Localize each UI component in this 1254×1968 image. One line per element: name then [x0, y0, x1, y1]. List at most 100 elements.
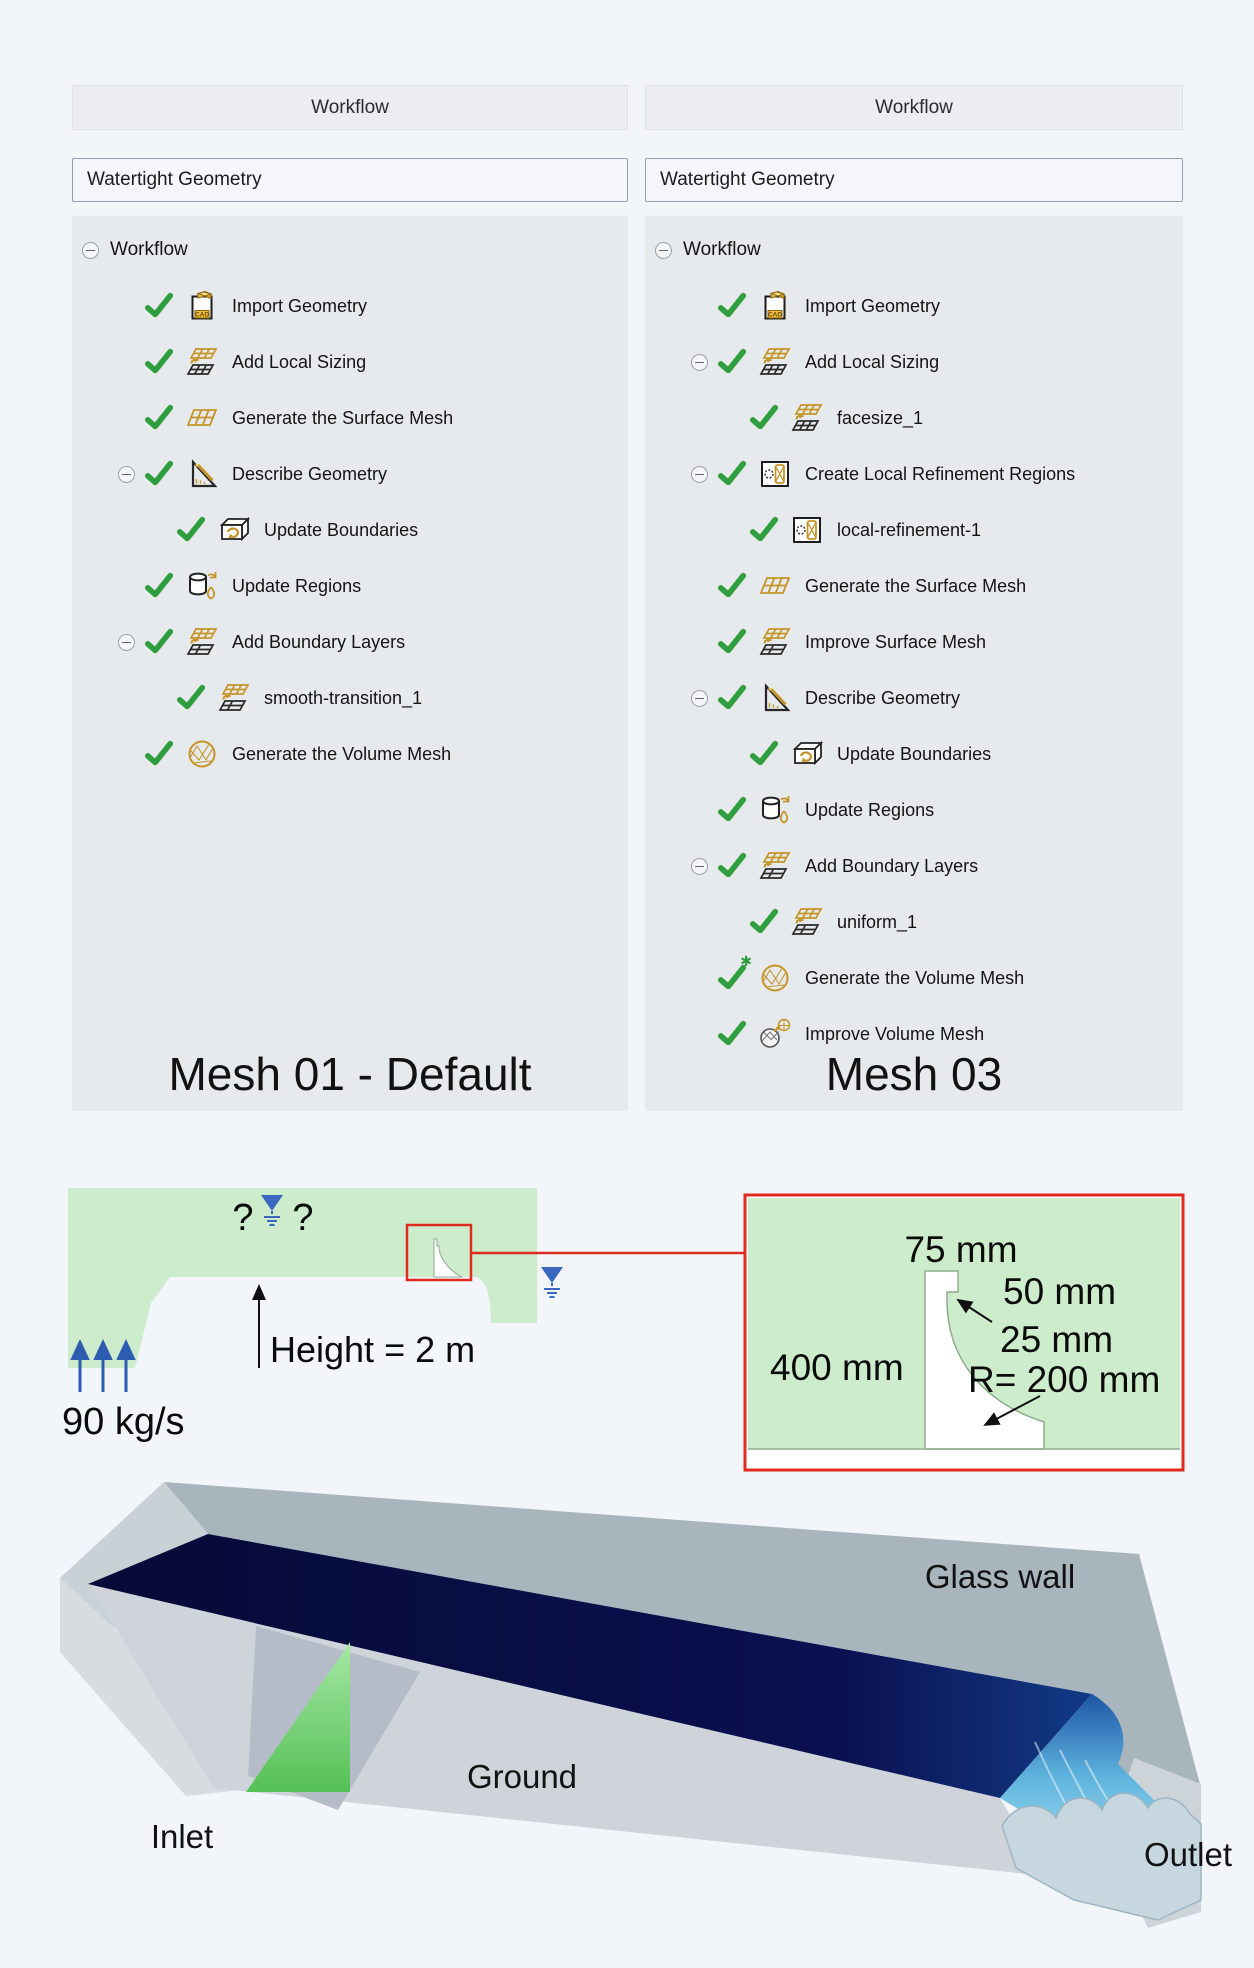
- outlet-label: Outlet: [1144, 1836, 1232, 1873]
- tree-item-update-boundaries[interactable]: Update Boundaries: [72, 502, 628, 558]
- expander-minus-icon[interactable]: [691, 353, 717, 371]
- tree-item-create-local-refinement-regions[interactable]: Create Local Refinement Regions: [645, 446, 1183, 502]
- tree-item-describe-geometry[interactable]: Describe Geometry: [645, 670, 1183, 726]
- tree-item-label: Import Geometry: [805, 295, 941, 316]
- tree-item-add-local-sizing[interactable]: Add Local Sizing: [645, 334, 1183, 390]
- sizing-icon: [789, 401, 825, 435]
- weir-plate-shape: [433, 1238, 463, 1278]
- check-icon: [144, 403, 174, 433]
- tree-item-add-local-sizing[interactable]: Add Local Sizing: [72, 334, 628, 390]
- tree-item-smooth-transition-1[interactable]: smooth-transition_1: [72, 670, 628, 726]
- question-right-label: ?: [292, 1197, 313, 1239]
- check-icon: [176, 515, 206, 545]
- tree-item-import-geometry[interactable]: CAD Import Geometry: [72, 278, 628, 334]
- tree-item-label: Workflow: [683, 239, 761, 260]
- tree-item-label: Add Local Sizing: [805, 351, 940, 372]
- tree-item-generate-the-volume-mesh[interactable]: ✱ Generate the Volume Mesh: [645, 950, 1183, 1006]
- check-icon: ✱: [717, 954, 752, 993]
- svg-text:CAD: CAD: [768, 312, 782, 319]
- tree-item-generate-the-volume-mesh[interactable]: Generate the Volume Mesh: [72, 726, 628, 782]
- height-label: Height = 2 m: [270, 1329, 475, 1370]
- expander-minus-icon[interactable]: [691, 857, 717, 875]
- inset-domain-shape: [748, 1198, 1180, 1449]
- boundaries-icon: [216, 513, 252, 547]
- tree-item-generate-the-surface-mesh[interactable]: Generate the Surface Mesh: [72, 390, 628, 446]
- check-icon: [144, 347, 174, 377]
- tree-item-label: local-refinement-1: [837, 519, 982, 540]
- tree-item-update-boundaries[interactable]: Update Boundaries: [645, 726, 1183, 782]
- tree-item-generate-the-surface-mesh[interactable]: Generate the Surface Mesh: [645, 558, 1183, 614]
- workflow-type-select[interactable]: Watertight Geometry: [645, 158, 1183, 202]
- step-pointer-arrow: [956, 1298, 993, 1323]
- tree-item-label: Add Boundary Layers: [805, 855, 979, 876]
- inset-weir-plate-shape: [924, 1270, 1045, 1450]
- expander-minus-icon[interactable]: [118, 465, 144, 483]
- tree-item-label: Update Regions: [805, 799, 935, 820]
- simulation-3d-view: Glass wall Ground Inlet Outlet: [60, 1482, 1232, 1928]
- panel-title: Workflow: [645, 85, 1183, 130]
- tree-item-label: Update Boundaries: [264, 519, 419, 540]
- check-icon: [717, 347, 747, 377]
- inlet-label: Inlet: [151, 1818, 213, 1855]
- improvevol-icon: [757, 1017, 793, 1051]
- expander-minus-icon[interactable]: [655, 241, 681, 259]
- surface-icon: [757, 569, 793, 603]
- tree-item-improve-volume-mesh[interactable]: Improve Volume Mesh: [645, 1006, 1183, 1062]
- tree-item-facesize-1[interactable]: facesize_1: [645, 390, 1183, 446]
- radius-label: R= 200 mm: [968, 1359, 1160, 1400]
- tree-item-label: Import Geometry: [232, 295, 368, 316]
- layers-icon: [789, 905, 825, 939]
- check-icon: [717, 459, 747, 489]
- check-icon: [717, 571, 747, 601]
- panel-title-label: Workflow: [311, 96, 389, 118]
- refine-icon: [789, 513, 825, 547]
- inlet-flow-arrows: [70, 1339, 136, 1392]
- check-icon: [717, 795, 747, 825]
- weir-schematic-diagram: ? ? Height = 2 m 90 kg/s 75 mm 50 mm 25 …: [62, 1188, 1185, 1472]
- step-a-label: 50 mm: [1003, 1271, 1116, 1312]
- updated-star-icon: ✱: [740, 953, 752, 969]
- volume-icon: [757, 961, 793, 995]
- check-icon: [717, 683, 747, 713]
- splash-surface: [1001, 1792, 1202, 1921]
- layers-icon: [216, 681, 252, 715]
- tree-item-add-boundary-layers[interactable]: Add Boundary Layers: [72, 614, 628, 670]
- workflow-type-value: Watertight Geometry: [660, 169, 835, 190]
- tree-item-workflow[interactable]: Workflow: [645, 222, 1183, 278]
- tree-item-update-regions[interactable]: Update Regions: [72, 558, 628, 614]
- check-icon: [749, 515, 779, 545]
- check-icon: [144, 739, 174, 769]
- tree-item-label: Generate the Volume Mesh: [232, 743, 452, 764]
- regions-icon: [757, 793, 793, 827]
- expander-minus-icon[interactable]: [691, 689, 717, 707]
- tree-item-workflow[interactable]: Workflow: [72, 222, 628, 278]
- tree-item-label: Improve Surface Mesh: [805, 631, 987, 652]
- expander-minus-icon[interactable]: [82, 241, 108, 259]
- tree-item-add-boundary-layers[interactable]: Add Boundary Layers: [645, 838, 1183, 894]
- refine-icon: [757, 457, 793, 491]
- tree-item-label: Generate the Volume Mesh: [805, 967, 1025, 988]
- tree-item-label: Generate the Surface Mesh: [232, 407, 454, 428]
- tree-item-uniform-1[interactable]: uniform_1: [645, 894, 1183, 950]
- tree-item-local-refinement-1[interactable]: local-refinement-1: [645, 502, 1183, 558]
- mesh-caption: Mesh 03: [825, 1048, 1003, 1100]
- cad-icon: CAD: [184, 289, 220, 323]
- tree-item-update-regions[interactable]: Update Regions: [645, 782, 1183, 838]
- check-icon: [144, 291, 174, 321]
- tree-item-describe-geometry[interactable]: Describe Geometry: [72, 446, 628, 502]
- tree-item-import-geometry[interactable]: CAD Import Geometry: [645, 278, 1183, 334]
- workflow-type-select[interactable]: Watertight Geometry: [72, 158, 628, 202]
- tree-item-improve-surface-mesh[interactable]: Improve Surface Mesh: [645, 614, 1183, 670]
- check-icon: [717, 627, 747, 657]
- ground-label: Ground: [467, 1758, 577, 1795]
- sizing-icon: [184, 345, 220, 379]
- expander-minus-icon[interactable]: [118, 633, 144, 651]
- crest-width-label: 75 mm: [904, 1229, 1017, 1270]
- tree-item-label: uniform_1: [837, 911, 918, 932]
- glass-wall-label: Glass wall: [925, 1558, 1075, 1595]
- expander-minus-icon[interactable]: [691, 465, 717, 483]
